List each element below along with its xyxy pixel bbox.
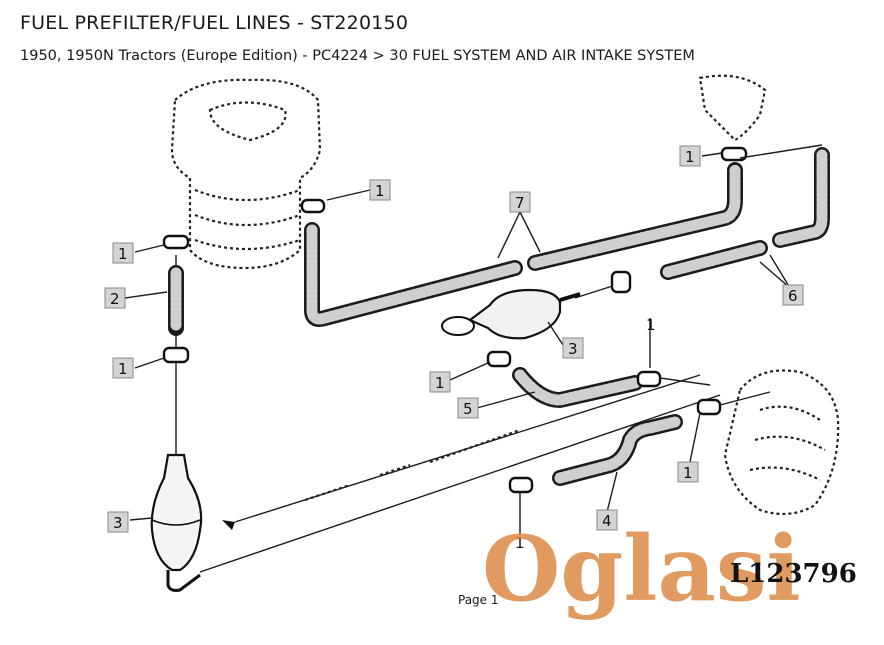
callout-1-bottom-clamp: 1 xyxy=(515,534,525,552)
callout-3-middle-filter-label: 3 xyxy=(568,340,578,358)
drawing-code: L123796 xyxy=(730,559,857,589)
callout-1-filter-clamp: 1 xyxy=(429,371,451,393)
inline-filter-bottom xyxy=(150,453,203,592)
callout-1-right-clamp-label: 1 xyxy=(683,464,693,482)
callout-5-pipe: 5 xyxy=(457,397,479,419)
callout-1-top-right-clamp-label: 1 xyxy=(685,148,695,166)
callout-7-pipe-label: 7 xyxy=(515,194,525,212)
prefilter-bowl xyxy=(170,78,322,270)
callout-1-left-lower-clamp: 1 xyxy=(112,357,134,379)
callout-1-left-lower-clamp-label: 1 xyxy=(118,360,128,378)
page-title: FUEL PREFILTER/FUEL LINES - ST220150 xyxy=(20,12,409,34)
page-subtitle: 1950, 1950N Tractors (Europe Edition) - … xyxy=(20,48,695,64)
callout-1-top-clamp-label: 1 xyxy=(375,182,385,200)
callout-1-filter-clamp-label: 1 xyxy=(435,374,445,392)
callout-6-pipe: 6 xyxy=(782,284,804,306)
injection-pump xyxy=(723,369,840,516)
callout-1-left-upper-clamp-label: 1 xyxy=(118,245,128,263)
callout-2-hose: 2 xyxy=(104,287,126,309)
callout-3-middle-filter: 3 xyxy=(562,337,584,359)
callout-4-pipe: 4 xyxy=(596,509,618,531)
page-number: Page 1 xyxy=(458,593,499,607)
callout-3-bottom-filter: 3 xyxy=(107,511,129,533)
callout-1-middle-clamp-label: 1 xyxy=(646,316,656,334)
inline-filter-middle xyxy=(441,288,581,340)
callout-5-pipe-label: 5 xyxy=(463,400,473,418)
callout-1-top-right-clamp: 1 xyxy=(679,145,701,167)
top-right-component xyxy=(698,74,767,142)
callout-1-top-clamp: 1 xyxy=(369,179,391,201)
callout-3-bottom-filter-label: 3 xyxy=(113,514,123,532)
callout-1-left-upper-clamp: 1 xyxy=(112,242,134,264)
callout-2-hose-label: 2 xyxy=(110,290,120,308)
watermark-logo: Oglasi xyxy=(482,516,801,622)
callout-1-right-clamp: 1 xyxy=(677,461,699,483)
callout-4-pipe-label: 4 xyxy=(602,512,612,530)
callout-1-bottom-clamp-label: 1 xyxy=(515,534,525,552)
callout-1-middle-clamp: 1 xyxy=(646,316,656,334)
callout-6-pipe-label: 6 xyxy=(788,287,798,305)
callout-7-pipe: 7 xyxy=(509,191,531,213)
